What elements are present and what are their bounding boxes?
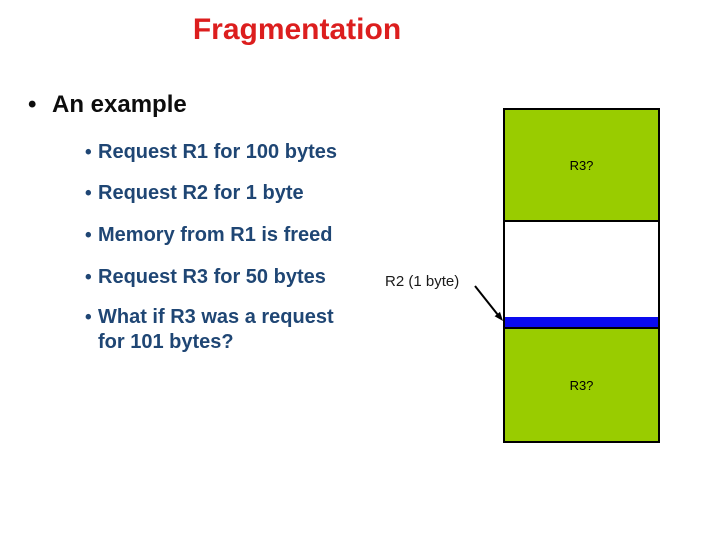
bullet-marker: •: [85, 142, 92, 163]
r2-callout-arrow: [474, 285, 503, 321]
r2-callout-label: R2 (1 byte): [385, 273, 460, 290]
bullet-request-r1-text: Request R1 for 100 bytes: [98, 141, 337, 163]
bullet-what-if-text: What if R3 was a request for 101 bytes?: [98, 305, 334, 355]
memory-block-top-r3: R3?: [505, 110, 658, 222]
bullet-request-r2: • Request R2 for 1 byte: [85, 181, 304, 206]
bullet-marker: •: [85, 225, 92, 246]
bullet-what-if-line2: for 101 bytes?: [98, 331, 234, 353]
bullet-what-if-line1: What if R3 was a request: [98, 306, 334, 328]
bullet-an-example-text: An example: [52, 91, 187, 118]
slide-title: Fragmentation: [192, 13, 402, 46]
bullet-marker: •: [85, 183, 92, 204]
bullet-request-r3: • Request R3 for 50 bytes: [85, 265, 326, 290]
memory-diagram: R3? R3?: [503, 108, 660, 443]
arrow-head-icon: [494, 311, 503, 321]
memory-block-free: [505, 222, 658, 317]
arrow-line: [474, 285, 499, 316]
memory-block-bottom-label: R3?: [569, 377, 594, 393]
bullet-what-if: • What if R3 was a request for 101 bytes…: [85, 305, 334, 355]
bullet-request-r2-text: Request R2 for 1 byte: [98, 182, 304, 204]
bullet-an-example: • An example: [28, 89, 187, 120]
bullet-request-r1: • Request R1 for 100 bytes: [85, 140, 337, 165]
bullet-marker: •: [28, 91, 37, 118]
bullet-request-r3-text: Request R3 for 50 bytes: [98, 266, 326, 288]
memory-block-top-label: R3?: [569, 157, 594, 173]
bullet-marker: •: [85, 267, 92, 288]
bullet-marker: •: [85, 307, 92, 328]
bullet-memory-freed-text: Memory from R1 is freed: [98, 224, 333, 246]
bullet-memory-freed: • Memory from R1 is freed: [85, 223, 333, 248]
memory-block-r2-strip: [505, 317, 658, 329]
memory-block-bottom-r3: R3?: [505, 329, 658, 441]
